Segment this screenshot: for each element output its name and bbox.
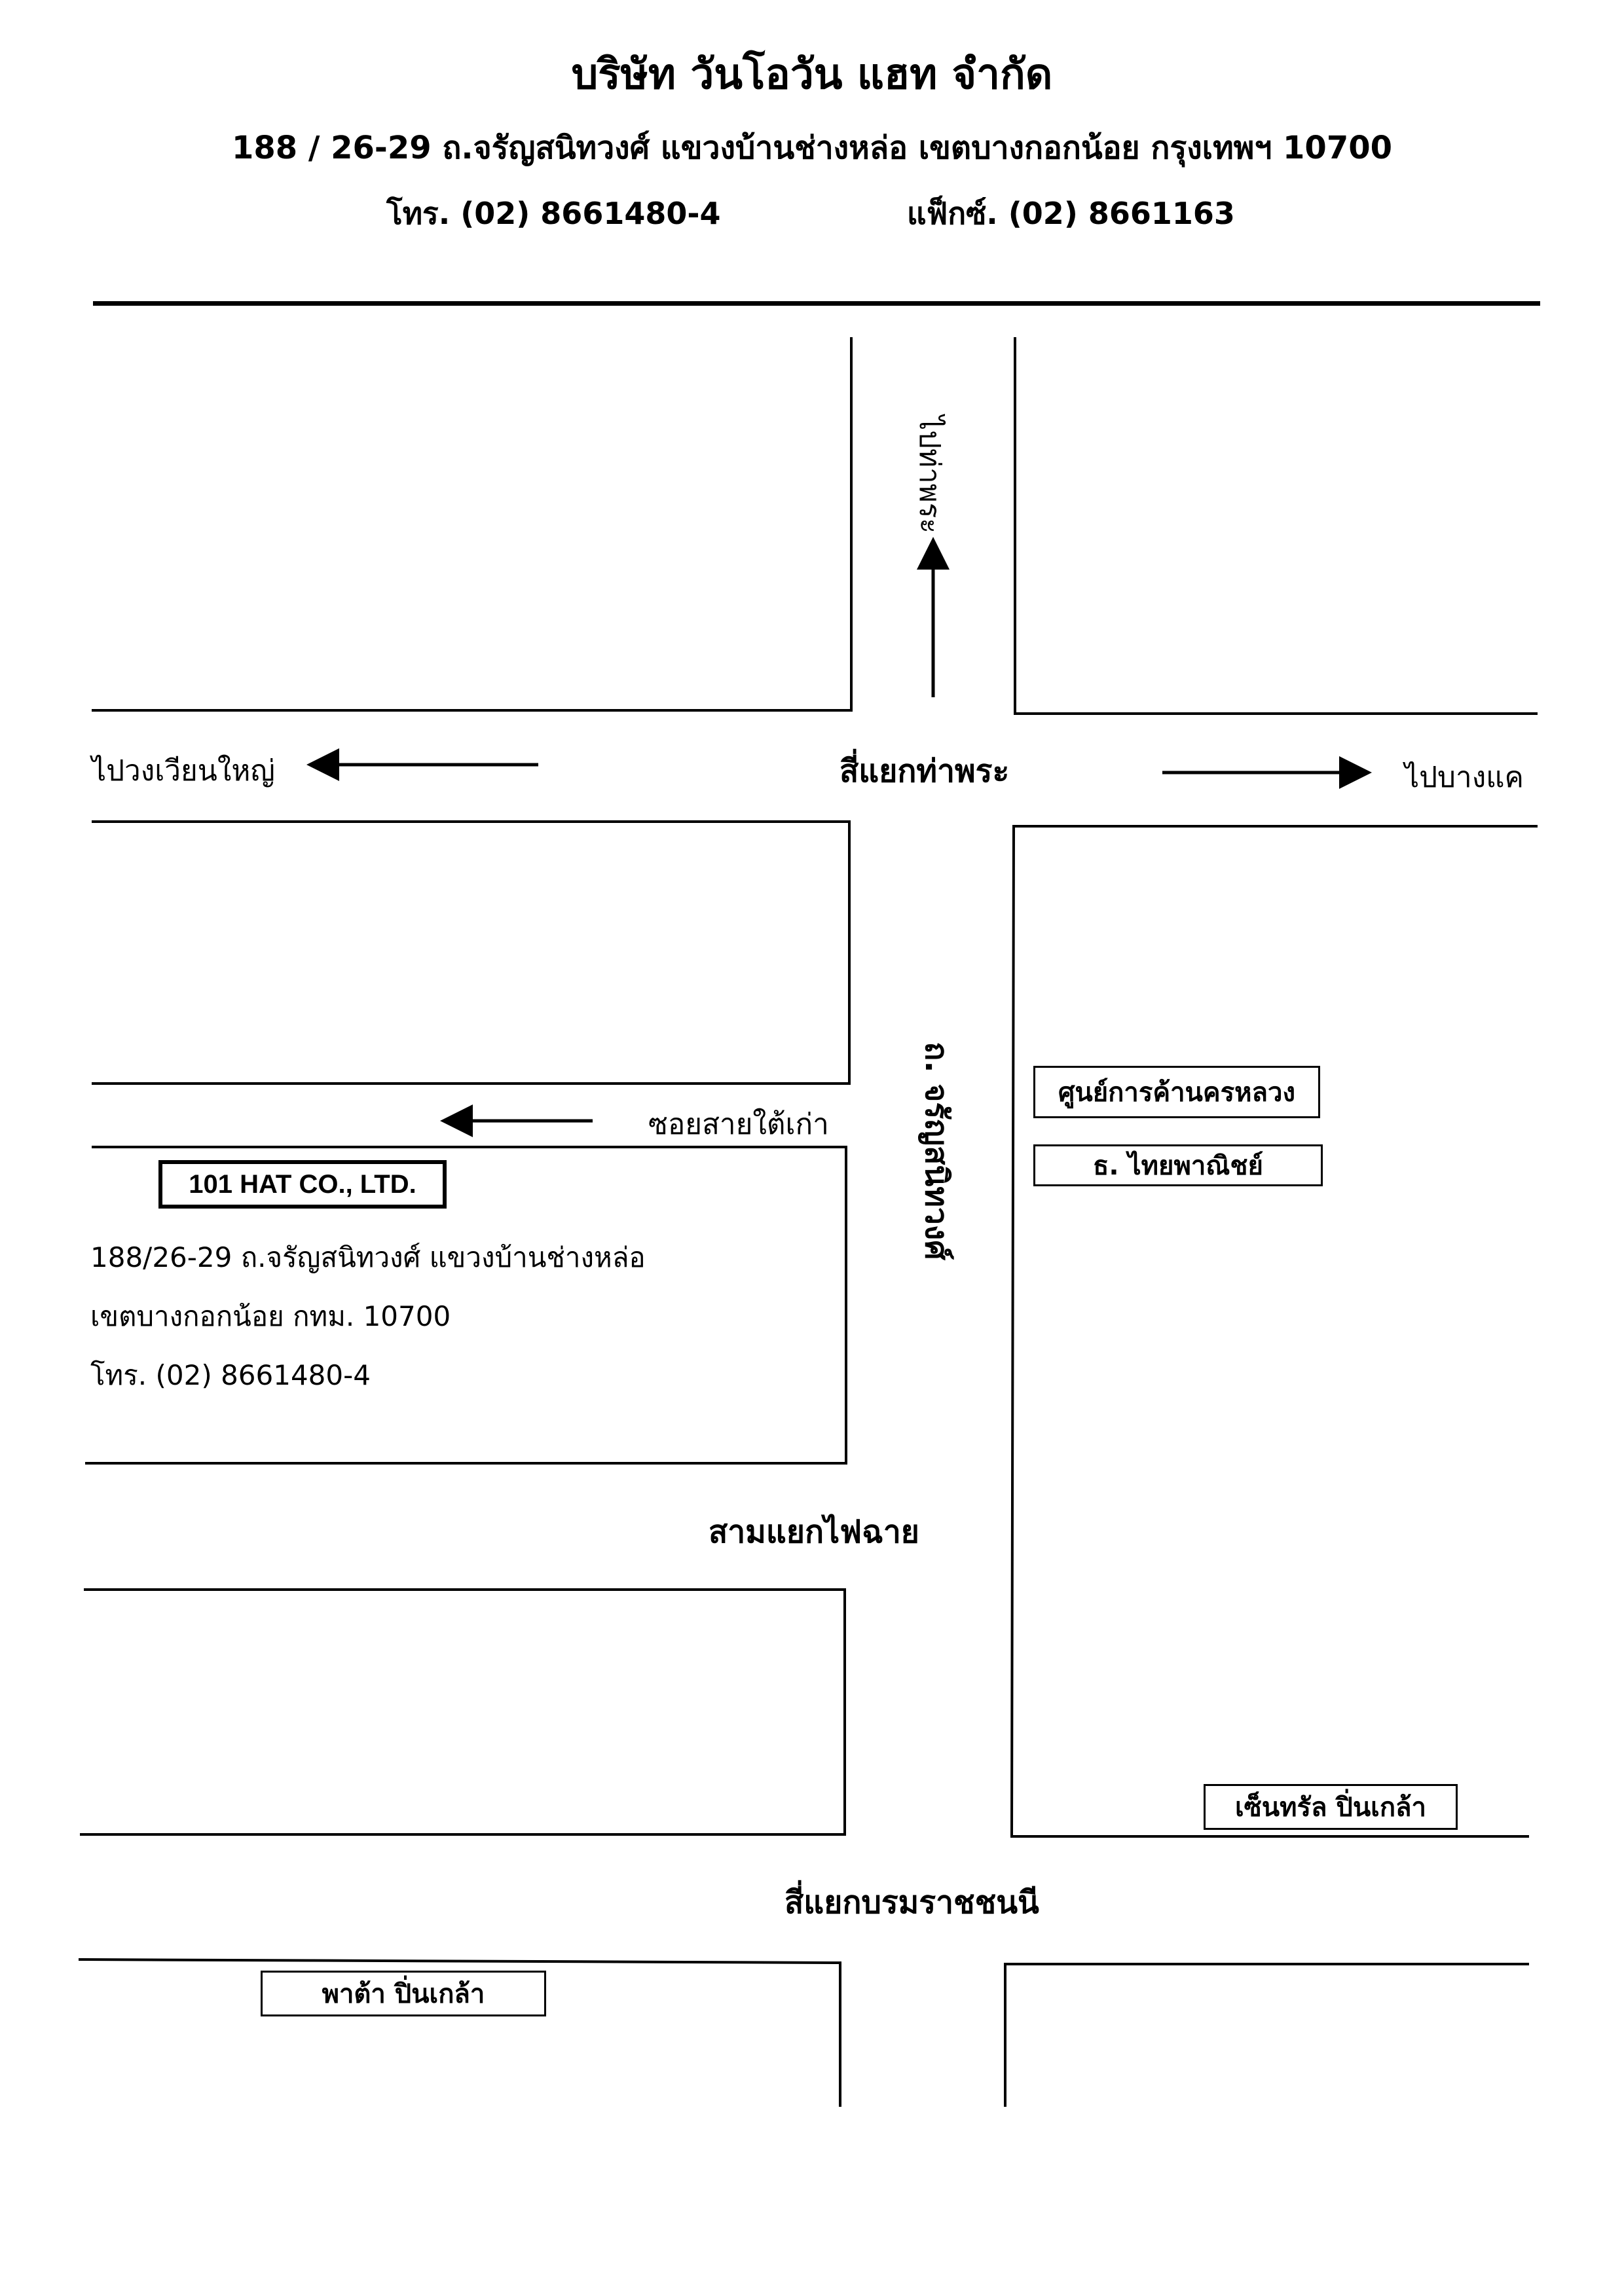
- label-intersection-borommaratchachonnani: สี่แยกบรมราชชนนี: [784, 1884, 1039, 1921]
- company-address: 188 / 26-29 ถ.จรัญสนิทวงศ์ แขวงบ้านช่างห…: [231, 130, 1393, 166]
- label-to-bang-khae: ไปบางแค: [1405, 761, 1524, 794]
- header-fax: แฟ็กซ์. (02) 8661163: [907, 196, 1235, 231]
- city-block: [1004, 1963, 1529, 2107]
- landmark-central-pinklao: เซ็นทรัล ปิ่นเกล้า: [1204, 1784, 1458, 1830]
- city-block: [92, 820, 851, 1085]
- city-block: [78, 1958, 841, 2107]
- label-intersection-tha-phra: สี่แยกท่าพระ: [840, 753, 1010, 790]
- city-block: [1010, 825, 1538, 1838]
- company-address-line2: เขตบางกอกน้อย กทม. 10700: [90, 1300, 451, 1332]
- label-soi-sai-tai-kao: ซอยสายใต้เก่า: [648, 1108, 829, 1141]
- city-block: [80, 1588, 846, 1836]
- landmark-pata-pinklao: พาต้า ปิ่นเกล้า: [261, 1971, 546, 2016]
- label-to-wong-wian-yai: ไปวงเวียนใหญ่: [92, 754, 275, 788]
- company-phone: โทร. (02) 8661480-4: [90, 1359, 371, 1391]
- label-to-tha-phra: ไปท่าพระ: [913, 415, 946, 534]
- landmark-bank: ธ. ไทยพาณิชย์: [1033, 1144, 1323, 1186]
- company-address-line1: 188/26-29 ถ.จรัญสนิทวงศ์ แขวงบ้านช่างหล่…: [90, 1241, 646, 1273]
- header-rule: [93, 301, 1540, 306]
- company-name: บริษัท วันโอวัน แฮท จำกัด: [571, 50, 1053, 99]
- label-intersection-fai-chai: สามแยกไฟฉาย: [709, 1514, 919, 1550]
- landmark-shopping-center: ศูนย์การค้านครหลวง: [1033, 1066, 1320, 1118]
- header-phone: โทร. (02) 8661480-4: [386, 196, 721, 231]
- company-location-box: 101 HAT CO., LTD.: [158, 1160, 447, 1209]
- city-block: [1014, 337, 1538, 715]
- city-block: [85, 1146, 847, 1465]
- city-block: [92, 337, 853, 712]
- label-road-charan-sanitwong: ถ. จรัญสนิทวงศ์: [918, 1042, 955, 1260]
